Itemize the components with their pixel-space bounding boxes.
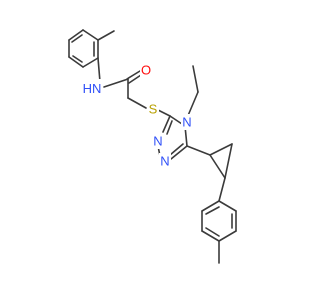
- bond-triazole-cyclopropyl: [186, 145, 211, 156]
- bond-aryl-3: [201, 230, 220, 242]
- bond-tolyl-3b: [72, 55, 83, 63]
- bond-amide-n-carbonyl: [103, 78, 129, 88]
- bond-tolyl-6: [82, 29, 99, 41]
- bond-carbonyl-oxygen-a: [126, 70, 141, 80]
- molecule-structure-diagram: HN O S N N N: [68, 29, 237, 264]
- bond-aryl-1b: [205, 206, 220, 215]
- amide-nitrogen-label: HN: [83, 81, 102, 96]
- bond-n4-ethyl-ch2: [186, 91, 199, 119]
- bond-ethyl-ch2-ch3: [192, 65, 199, 93]
- bond-sulfur-triazole: [157, 109, 171, 117]
- atom-label-layer: HN O S N N N: [82, 62, 193, 169]
- bond-aryl-4: [218, 230, 237, 242]
- bond-layer: [68, 29, 237, 264]
- amide-nitrogen-hydrogen-label: H: [83, 81, 92, 96]
- ring-nitrogen-2-label: N: [153, 134, 162, 149]
- bond-tolyl-4: [82, 57, 99, 68]
- ring-nitrogen-2-bg: [152, 133, 164, 149]
- bond-tolyl-methyl: [97, 30, 115, 41]
- sulfur-bg: [147, 101, 159, 117]
- amide-nitrogen-bg: [82, 79, 103, 97]
- bond-ch2-sulfur: [127, 97, 147, 109]
- ring-nitrogen-1-label: N: [160, 154, 169, 169]
- bond-tolyl-3: [68, 56, 84, 68]
- bond-triazole-n2-c3a: [162, 115, 171, 133]
- bond-aryl-6: [218, 200, 237, 212]
- carbonyl-oxygen-label: O: [141, 63, 151, 78]
- ring-nitrogen-4-bg: [181, 114, 193, 130]
- bond-tolyl-to-amide-n: [97, 57, 101, 83]
- ring-nitrogen-1-bg: [159, 153, 171, 169]
- bond-aryl-1: [201, 200, 220, 212]
- bond-triazole-c5-n1b: [169, 143, 184, 156]
- bond-cyclopropyl-2: [224, 143, 233, 179]
- bond-tolyl-1b: [71, 34, 83, 43]
- bond-aryl-3b: [205, 227, 220, 237]
- bond-triazole-c5-n1a: [170, 145, 188, 160]
- bond-tolyl-1: [68, 29, 84, 41]
- bond-cyclopropyl-1: [209, 143, 233, 156]
- bond-cyclopropyl-aryl: [218, 177, 226, 202]
- amide-nitrogen-symbol-label: N: [92, 81, 101, 96]
- bond-triazole-n2-c3b: [166, 120, 173, 135]
- carbonyl-oxygen-bg: [140, 62, 153, 78]
- bond-cyclopropyl-3: [209, 154, 226, 179]
- sulfur-label: S: [149, 102, 158, 117]
- bond-carbonyl-oxygen-b: [128, 74, 142, 84]
- ring-nitrogen-4-label: N: [182, 115, 191, 130]
